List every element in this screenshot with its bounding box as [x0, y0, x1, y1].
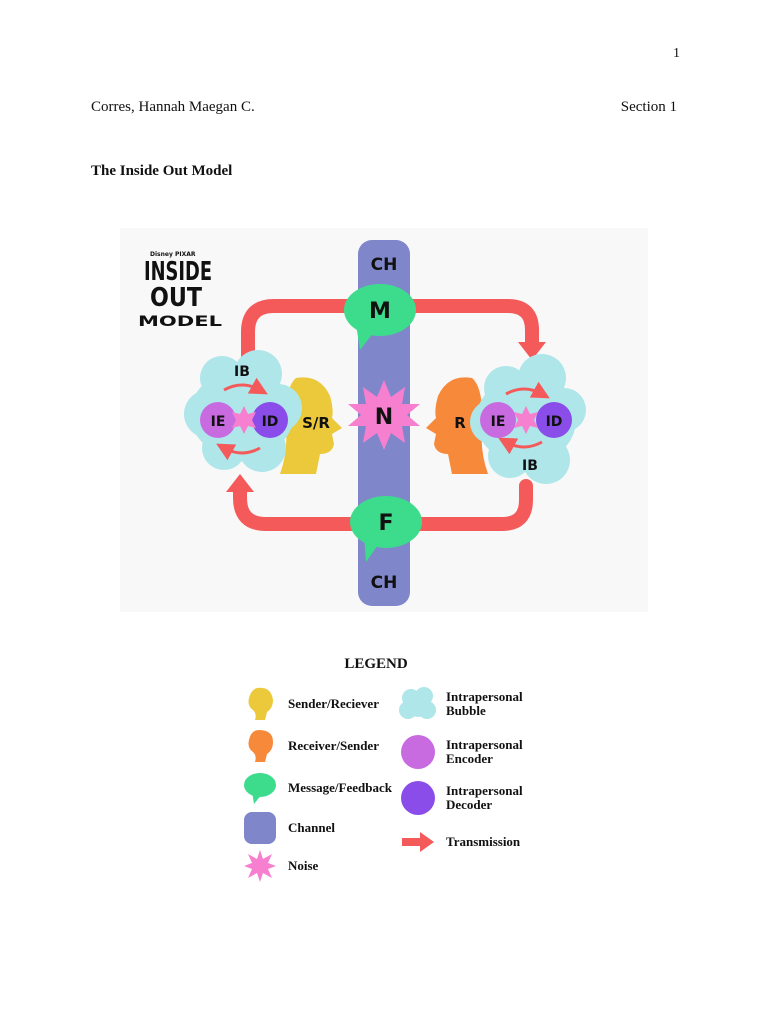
feedback-label: F: [378, 511, 393, 536]
right-encoder-label: IE: [491, 414, 506, 430]
decoder-circle-icon: [398, 780, 438, 816]
legend-label-noise: Noise: [288, 858, 319, 873]
legend-item-receiver: Receiver/Sender: [240, 728, 379, 764]
feedback-bubble-tail: [364, 536, 380, 562]
diagram-svg: Disney PIXAR INSIDE OUT MODEL CH CH M N …: [120, 228, 648, 612]
noise-burst: [348, 380, 420, 450]
inside-out-diagram: Disney PIXAR INSIDE OUT MODEL CH CH M N …: [120, 228, 648, 612]
message-bubble: [344, 284, 416, 336]
legend-item-message: Message/Feedback: [240, 770, 392, 806]
document-title: The Inside Out Model: [91, 163, 233, 179]
message-label: M: [369, 299, 391, 324]
channel-label-top: CH: [371, 255, 398, 275]
right-noise-mini: [514, 406, 538, 434]
channel-label-bottom: CH: [371, 573, 398, 593]
right-decoder-label: ID: [546, 414, 563, 430]
legend-label-decoder: Intrapersonal Decoder: [446, 783, 523, 812]
arrow-head-up: [226, 474, 254, 492]
noise-label: N: [375, 405, 393, 430]
legend-item-sender: Sender/Reciever: [240, 686, 379, 722]
right-bubble-label: IB: [522, 458, 538, 474]
legend: LEGEND Sender/Reciever Receiver/Sender M…: [208, 648, 544, 894]
right-encode-arrow: [505, 381, 550, 399]
logo-brand: Disney PIXAR: [150, 251, 196, 258]
legend-item-encoder: Intrapersonal Encoder: [398, 734, 523, 770]
left-decoder-label: ID: [262, 414, 279, 430]
cloud-icon: [398, 686, 438, 722]
legend-label-bubble: Intrapersonal Bubble: [446, 689, 523, 718]
legend-item-decoder: Intrapersonal Decoder: [398, 780, 523, 816]
legend-label-message: Message/Feedback: [288, 780, 392, 795]
section-label: Section 1: [620, 99, 677, 115]
left-decode-arrow: [216, 443, 261, 461]
message-bubble-tail: [356, 324, 374, 350]
legend-item-channel: Channel: [240, 810, 335, 846]
author-name: Corres, Hannah Maegan C.: [91, 99, 255, 115]
right-decode-arrow: [498, 437, 543, 455]
feedback-bubble: [350, 496, 422, 548]
sender-receiver-label: S/R: [302, 414, 330, 432]
encoder-circle-icon: [398, 734, 438, 770]
arrow-right-icon: [398, 824, 438, 860]
left-encoder-circle: [200, 402, 236, 438]
receiver-head-silhouette: [426, 377, 488, 474]
legend-item-noise: Noise: [240, 848, 318, 884]
right-encoder-circle: [480, 402, 516, 438]
legend-label-channel: Channel: [288, 820, 335, 835]
logo-line-out: OUT: [150, 283, 202, 313]
left-decoder-circle: [252, 402, 288, 438]
legend-label-receiver: Receiver/Sender: [288, 738, 379, 753]
left-encoder-label: IE: [211, 414, 226, 430]
legend-item-bubble: Intrapersonal Bubble: [398, 686, 523, 722]
noise-burst-icon: [240, 848, 280, 884]
page-number: 1: [673, 46, 680, 61]
yellow-head-icon: [240, 686, 280, 722]
legend-label-sender: Sender/Reciever: [288, 696, 379, 711]
left-encode-arrow: [223, 377, 268, 395]
legend-title: LEGEND: [344, 656, 408, 672]
arrow-head-down: [518, 342, 546, 360]
logo-line-model: MODEL: [138, 314, 222, 330]
orange-head-icon: [240, 728, 280, 764]
channel-square-icon: [240, 810, 280, 846]
legend-item-transmission: Transmission: [398, 824, 520, 860]
receiver-label: R: [454, 414, 466, 432]
left-bubble-label: IB: [234, 364, 250, 380]
speech-bubble-icon: [240, 770, 280, 806]
left-noise-mini: [232, 406, 256, 434]
legend-label-transmission: Transmission: [446, 834, 521, 849]
right-decoder-circle: [536, 402, 572, 438]
logo-line-inside: INSIDE: [144, 257, 212, 287]
legend-label-encoder: Intrapersonal Encoder: [446, 737, 523, 766]
